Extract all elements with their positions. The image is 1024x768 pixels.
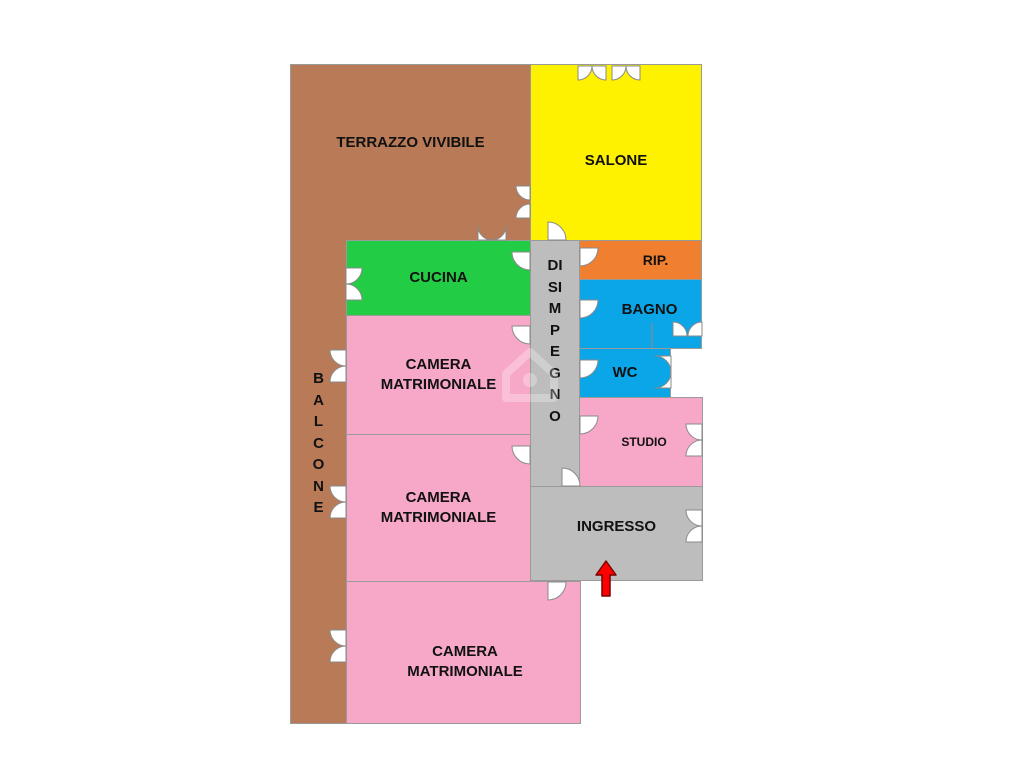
room-rip: RIP. xyxy=(579,240,702,280)
room-disimpegno: DISIMPEGNO xyxy=(530,240,580,487)
room-ingresso-label: INGRESSO xyxy=(576,518,657,535)
house-icon xyxy=(502,348,558,402)
room-salone: SALONE xyxy=(530,64,702,241)
room-studio: STUDIO xyxy=(579,397,703,487)
room-disimpegno-label: DISIMPEGNO xyxy=(547,257,563,425)
room-bagno: BAGNO xyxy=(579,279,702,349)
room-terrazzo-label: TERRAZZO VIVIBILE xyxy=(336,134,485,151)
room-camera-1-label: CAMERA MATRIMONIALE xyxy=(380,356,497,393)
room-camera-3: CAMERA MATRIMONIALE xyxy=(346,581,581,724)
room-camera-3-label: CAMERA MATRIMONIALE xyxy=(407,642,523,680)
room-wc-label: WC xyxy=(612,364,638,381)
room-terrazzo: TERRAZZO VIVIBILE xyxy=(290,64,531,241)
room-rip-label: RIP. xyxy=(642,252,669,268)
room-studio-label: STUDIO xyxy=(621,435,667,449)
room-cucina: CUCINA xyxy=(346,240,531,316)
arrow-up-icon xyxy=(595,560,617,597)
room-camera-2-label: CAMERA MATRIMONIALE xyxy=(380,489,497,526)
room-cucina-label: CUCINA xyxy=(409,269,468,286)
room-camera-2: CAMERA MATRIMONIALE xyxy=(346,434,531,582)
room-wc: WC xyxy=(579,348,671,398)
room-bagno-label: BAGNO xyxy=(621,301,678,318)
room-balcone: BALCONE xyxy=(290,240,347,724)
room-salone-label: SALONE xyxy=(584,152,648,169)
room-camera-1: CAMERA MATRIMONIALE xyxy=(346,315,531,435)
room-balcone-label: BALCONE xyxy=(312,370,325,516)
room-ingresso: INGRESSO xyxy=(530,486,703,581)
